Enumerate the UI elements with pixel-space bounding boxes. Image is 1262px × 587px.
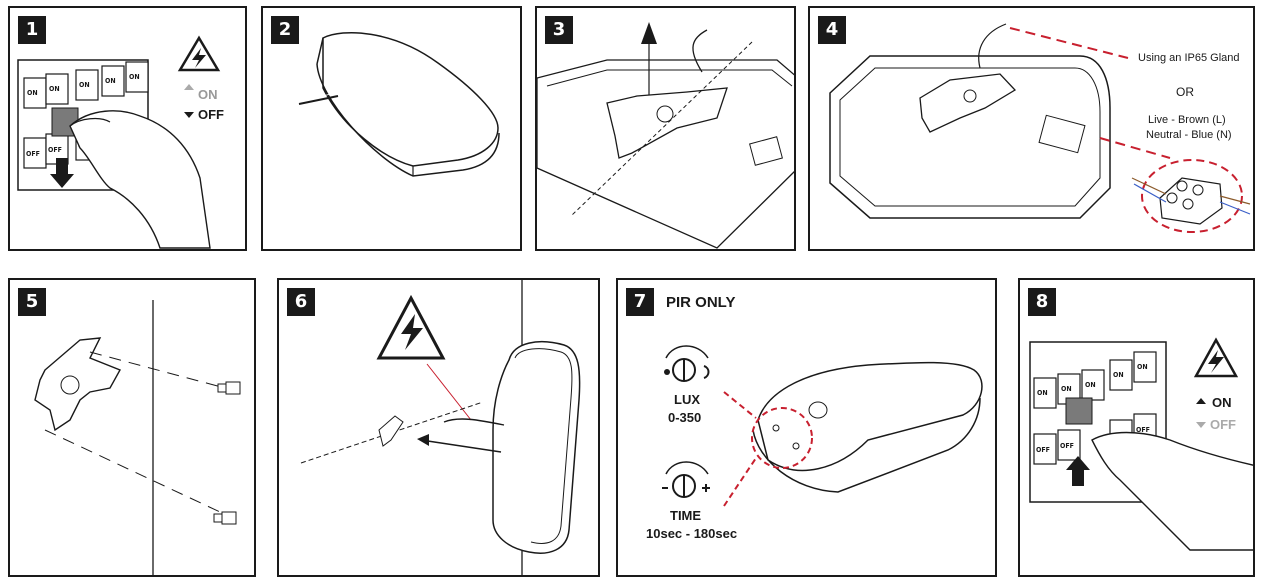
svg-text:ON: ON [1037,389,1048,397]
legend-on: ON [1212,395,1232,410]
svg-text:ON: ON [1113,371,1124,379]
svg-text:ON: ON [129,73,140,81]
light-fitting-illustration [298,31,500,177]
arrow-up-icon [641,22,657,44]
svg-text:OFF: OFF [48,146,62,154]
legend-off: OFF [198,107,224,122]
wiring-illustration [829,23,1251,233]
step-3-panel: 3 [535,6,796,251]
svg-text:OFF: OFF [1136,426,1150,434]
arrow-down-icon [184,112,194,118]
pir-only-title: PIR ONLY [666,294,736,311]
step-number: 3 [545,16,573,44]
svg-text:ON: ON [27,89,38,97]
legend-on: ON [198,87,218,102]
lux-dial-icon [664,345,710,382]
svg-text:ON: ON [49,85,60,93]
bracket-screw-fixing-illustration [34,300,241,575]
breaker-switch-on-illustration: ON ON ON ON ON OFF OFF OFF OFF [1029,337,1253,551]
arrow-down-icon [1196,422,1206,428]
lux-range: 0-350 [668,410,702,425]
step-number: 2 [271,16,299,44]
fitting-mounting-illustration [300,280,581,575]
arrow-down-icon [50,158,74,188]
step-number: 4 [818,16,846,44]
step-4-panel: 4 Using an IP65 Gland OR Live - Brown (L… [808,6,1255,251]
sun-icon [664,369,670,375]
svg-text:ON: ON [1085,381,1096,389]
neutral-wire-label: Neutral - Blue (N) [1146,129,1232,141]
arrow-up-icon [184,84,194,90]
pir-adjustment-illustration [662,345,983,507]
gland-label: Using an IP65 Gland [1138,52,1240,64]
arrow-up-icon [1066,456,1090,486]
legend-off: OFF [1210,417,1236,432]
step-6-panel: 6 [277,278,600,577]
mounting-bracket-removal-illustration [537,22,794,249]
lux-label: LUX [674,392,700,407]
connector-block-highlight [1141,159,1243,233]
time-label: TIME [670,508,702,523]
breaker-switch-off-illustration: ON ON ON ON ON OFF OFF OFF [17,35,221,249]
step-8-panel: 8 ON ON ON ON ON OFF OFF OFF OFF ON OFF [1018,278,1255,577]
svg-text:ON: ON [1061,385,1072,393]
svg-text:OFF: OFF [1036,446,1050,454]
or-label: OR [1176,85,1194,99]
step-number: 5 [18,288,46,316]
moon-icon [703,365,710,379]
step-2-panel: 2 [261,6,522,251]
step-number: 7 [626,288,654,316]
svg-text:ON: ON [105,77,116,85]
step-number: 6 [287,288,315,316]
adjustment-area-highlight [751,407,813,469]
step-1-panel: 1 ON ON ON ON ON OFF OFF OFF ON OFF [8,6,247,251]
step-number: 1 [18,16,46,44]
arrow-up-icon [1196,398,1206,404]
time-range: 10sec - 180sec [646,526,738,541]
svg-text:ON: ON [1137,363,1148,371]
step-7-panel: 7 PIR ONLY LUX 0-350 TIME 10sec - 180sec [616,278,997,577]
svg-text:OFF: OFF [1060,442,1074,450]
step-5-panel: 5 [8,278,256,577]
svg-text:OFF: OFF [26,150,40,158]
svg-text:ON: ON [79,81,90,89]
step-number: 8 [1028,288,1056,316]
live-wire-label: Live - Brown (L) [1148,114,1226,126]
time-dial-icon [662,461,710,498]
